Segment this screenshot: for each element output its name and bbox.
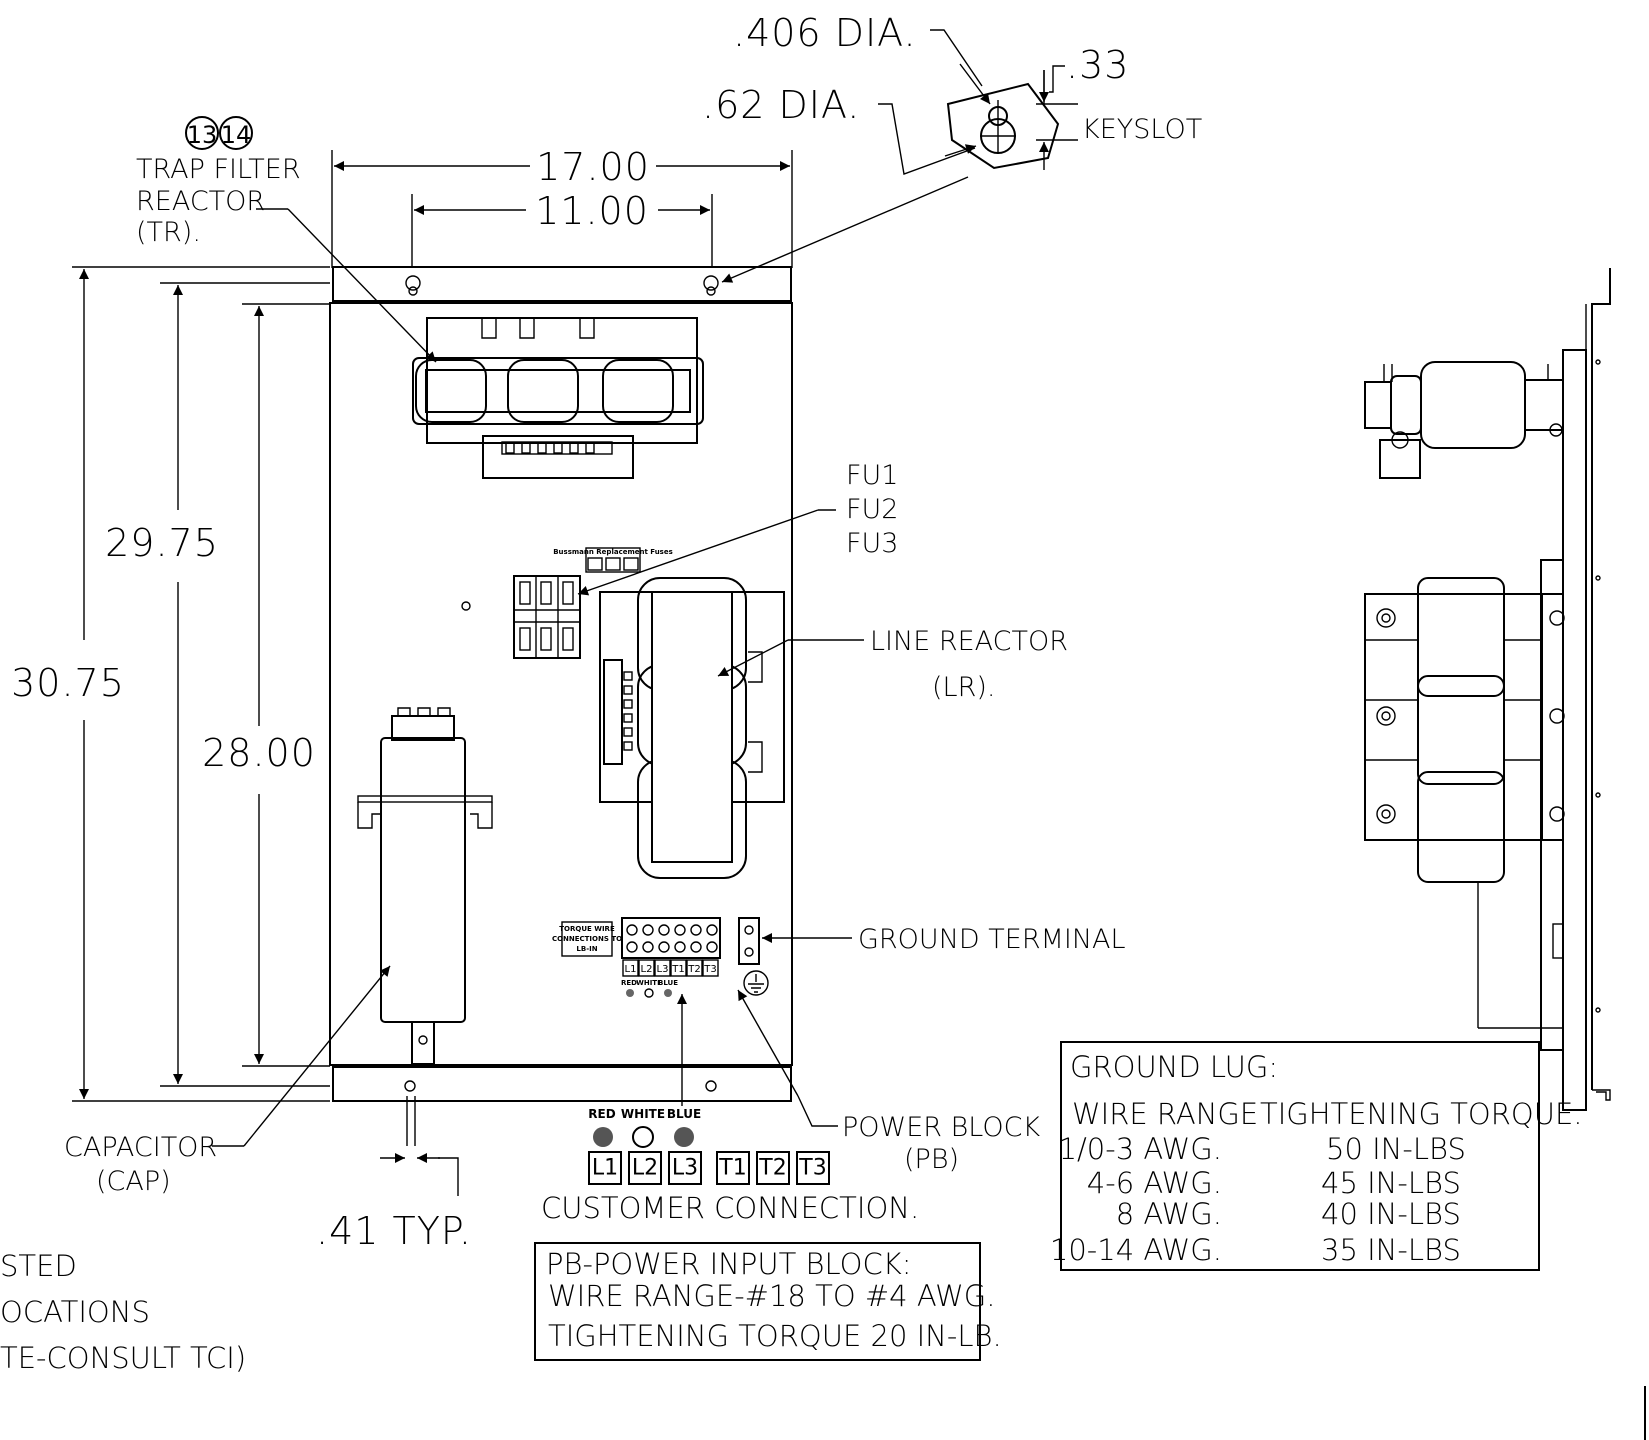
- pb-line-1: PB-POWER INPUT BLOCK:: [546, 1247, 912, 1281]
- ground-lug-title: GROUND LUG:: [1070, 1050, 1278, 1084]
- line-reactor-line-1: LINE REACTOR: [870, 626, 1068, 657]
- item-number-13: 13: [187, 121, 218, 149]
- customer-color-red: RED: [588, 1107, 615, 1121]
- left-note-line-2: OCATIONS: [0, 1295, 150, 1329]
- ground-lug-header-torque: TIGHTENING TORQUE.: [1260, 1097, 1583, 1131]
- customer-connection-label: CUSTOMER CONNECTION.: [541, 1191, 919, 1225]
- ground-terminal-label: GROUND TERMINAL: [858, 924, 1126, 955]
- capacitor: [357, 707, 493, 1065]
- left-note-line-3: TE-CONSULT TCI): [0, 1341, 246, 1375]
- panel-terminal-l1: L1: [625, 964, 637, 975]
- capacitor-line-1: CAPACITOR: [64, 1132, 217, 1163]
- dim-height-holes: 29.75: [105, 521, 219, 565]
- side-view: [1364, 268, 1611, 1111]
- dimension-labels: 17.00 11.00 30.75 29.75 28.00 .41 TYP. .…: [11, 11, 1202, 1253]
- panel-terminal-t3: T3: [703, 964, 716, 975]
- ground-lug-row-2-torque: 45 IN-LBS: [1321, 1166, 1461, 1200]
- customer-connection: RED WHITE BLUE L1 L2 L3 T1 T2 T3 CUSTOME…: [541, 1107, 919, 1225]
- dim-height-outer: 30.75: [11, 661, 125, 705]
- ground-lug-row-4-wire: 10-14 AWG.: [1050, 1233, 1222, 1267]
- ground-lug-row-1-wire: 1/0-3 AWG.: [1059, 1132, 1222, 1166]
- ground-lug-header-wire: WIRE RANGE: [1072, 1097, 1258, 1131]
- panel-terminal-t2: T2: [687, 964, 700, 975]
- dim-width-outer: 17.00: [536, 145, 650, 189]
- ground-lug-table: GROUND LUG: WIRE RANGE TIGHTENING TORQUE…: [1050, 1041, 1583, 1271]
- trap-filter-line-1: TRAP FILTER: [136, 154, 301, 185]
- pb-note-box: PB-POWER INPUT BLOCK: WIRE RANGE-#18 TO …: [534, 1242, 1002, 1361]
- ground-lug-row-3-wire: 8 AWG.: [1116, 1197, 1222, 1231]
- dim-height-inner: 28.00: [202, 731, 316, 775]
- fuse-label-fu2: FU2: [846, 494, 898, 525]
- customer-terminal-l1: L1: [592, 1156, 618, 1181]
- ground-lug-row-2-wire: 4-6 AWG.: [1087, 1166, 1222, 1200]
- keyslot-holes: [404, 275, 719, 1092]
- leader-lines: [212, 176, 969, 1147]
- torque-label-line-2: CONNECTIONS TO: [552, 935, 622, 943]
- trap-filter-line-2: REACTOR: [136, 186, 265, 217]
- customer-terminal-t1: T1: [718, 1156, 746, 1181]
- torque-label-line-1: TORQUE WIRE: [559, 925, 615, 933]
- pb-line-2: WIRE RANGE-#18 TO #4 AWG.: [548, 1279, 995, 1313]
- dim-keyslot-small: .406 DIA.: [733, 11, 917, 55]
- keyslot-label: KEYSLOT: [1082, 114, 1202, 145]
- panel-color-red: RED: [621, 979, 637, 987]
- torque-label-line-3: LB-IN: [576, 945, 597, 953]
- ground-lug-row-1-torque: 50 IN-LBS: [1326, 1132, 1466, 1166]
- dim-keyslot-large: .62 DIA.: [702, 83, 860, 127]
- customer-terminal-t3: T3: [798, 1156, 826, 1181]
- keyslot-detail: [878, 29, 1078, 175]
- fuse-block: Bussmann Replacement Fuses: [461, 547, 673, 659]
- line-reactor-line-2: (LR).: [932, 672, 995, 703]
- trap-filter-reactor: [412, 317, 704, 479]
- power-block: TORQUE WIRE CONNECTIONS TO LB-IN L1 L2 L…: [552, 917, 769, 998]
- power-block-line-1: POWER BLOCK: [842, 1112, 1040, 1143]
- customer-color-blue: BLUE: [667, 1107, 701, 1121]
- item-number-14: 14: [221, 121, 252, 149]
- customer-color-white: WHITE: [621, 1107, 665, 1121]
- dim-slot-width: .41 TYP.: [316, 1209, 472, 1253]
- panel-terminal-t1: T1: [671, 964, 684, 975]
- capacitor-line-2: (CAP): [96, 1166, 171, 1197]
- ground-symbol-icon: [743, 970, 769, 996]
- dim-width-holes: 11.00: [535, 189, 649, 233]
- fuse-replacement-label: Bussmann Replacement Fuses: [553, 548, 673, 556]
- customer-terminal-l2: L2: [632, 1156, 658, 1181]
- customer-terminal-t2: T2: [758, 1156, 786, 1181]
- ground-lug-row-3-torque: 40 IN-LBS: [1321, 1197, 1461, 1231]
- dimension-lines: [72, 150, 793, 1196]
- callout-labels: 13 14 TRAP FILTER REACTOR (TR). FU1 FU2 …: [64, 116, 1126, 1197]
- fuse-label-fu1: FU1: [846, 460, 898, 491]
- panel-color-white: WHITE: [636, 979, 662, 987]
- trap-filter-line-3: (TR).: [136, 217, 201, 248]
- panel-terminal-l2: L2: [641, 964, 653, 975]
- line-reactor: [599, 577, 785, 879]
- power-block-line-2: (PB): [904, 1144, 959, 1175]
- panel-color-blue: BLUE: [658, 979, 678, 987]
- customer-terminal-l3: L3: [672, 1156, 698, 1181]
- dim-keyslot-offset: .33: [1066, 43, 1129, 87]
- left-note: STED OCATIONS TE-CONSULT TCI): [0, 1249, 246, 1375]
- panel-terminal-l3: L3: [657, 964, 669, 975]
- fuse-label-fu3: FU3: [846, 528, 898, 559]
- ground-lug-row-4-torque: 35 IN-LBS: [1321, 1233, 1461, 1267]
- left-note-line-1: STED: [0, 1249, 77, 1283]
- pb-line-3: TIGHTENING TORQUE 20 IN-LB.: [548, 1319, 1002, 1353]
